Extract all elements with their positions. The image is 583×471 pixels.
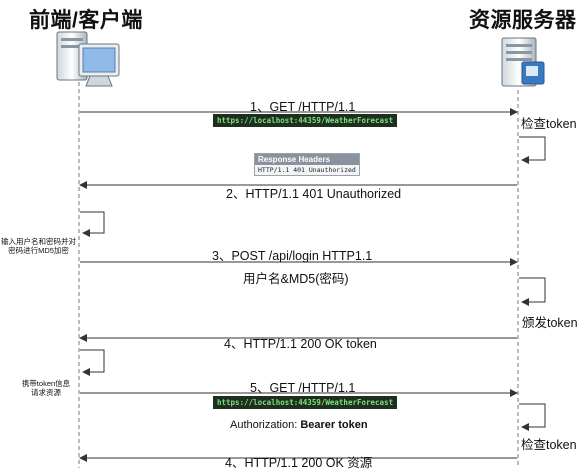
response-headers-title: Response Headers — [255, 154, 359, 165]
authorization-prefix: Authorization: — [230, 419, 301, 431]
message-2-label: 2、HTTP/1.1 401 Unauthorized — [226, 187, 402, 201]
message-1-label: 1、GET /HTTP/1.1 — [250, 100, 356, 114]
self-arrow-check1 — [519, 136, 546, 164]
message-3-label: 3、POST /api/login HTTP1.1 — [212, 249, 373, 263]
message-1-url: https://localhost:44359/WeatherForecast — [213, 114, 398, 127]
authorization-value: Bearer token — [300, 419, 368, 431]
self-arrow-check2 — [519, 403, 546, 431]
check-token-label-2: 检查token — [521, 438, 577, 452]
message-6-label: 4、HTTP/1.1 200 OK 资源 — [225, 456, 373, 470]
message-3-body: 用户名&MD5(密码) — [243, 272, 349, 286]
message-4-label: 4、HTTP/1.1 200 OK token — [224, 337, 377, 351]
message-5-url: https://localhost:44359/WeatherForecast — [213, 396, 398, 409]
client-title: 前端/客户端 — [29, 9, 143, 32]
check-token-label-1: 检查token — [521, 117, 577, 131]
client-note-token: 携带token信息请求资源 — [21, 379, 71, 397]
response-headers-box: Response Headers HTTP/1.1 401 Unauthoriz… — [254, 153, 360, 176]
message-5-label: 5、GET /HTTP/1.1 — [250, 381, 356, 395]
client-computer-icon — [56, 31, 120, 87]
server-icon — [501, 37, 545, 87]
client-note-md5: 输入用户名和密码并对密码进行MD5加密 — [1, 237, 76, 255]
response-headers-status: HTTP/1.1 401 Unauthorized — [258, 166, 356, 174]
authorization-header: Authorization: Bearer token — [230, 419, 368, 431]
self-arrow-issue — [519, 277, 546, 306]
issue-token-label: 颁发token — [522, 316, 578, 330]
self-arrow-client1 — [80, 211, 105, 237]
self-arrow-client2 — [80, 349, 105, 376]
server-title: 资源服务器 — [469, 9, 577, 32]
